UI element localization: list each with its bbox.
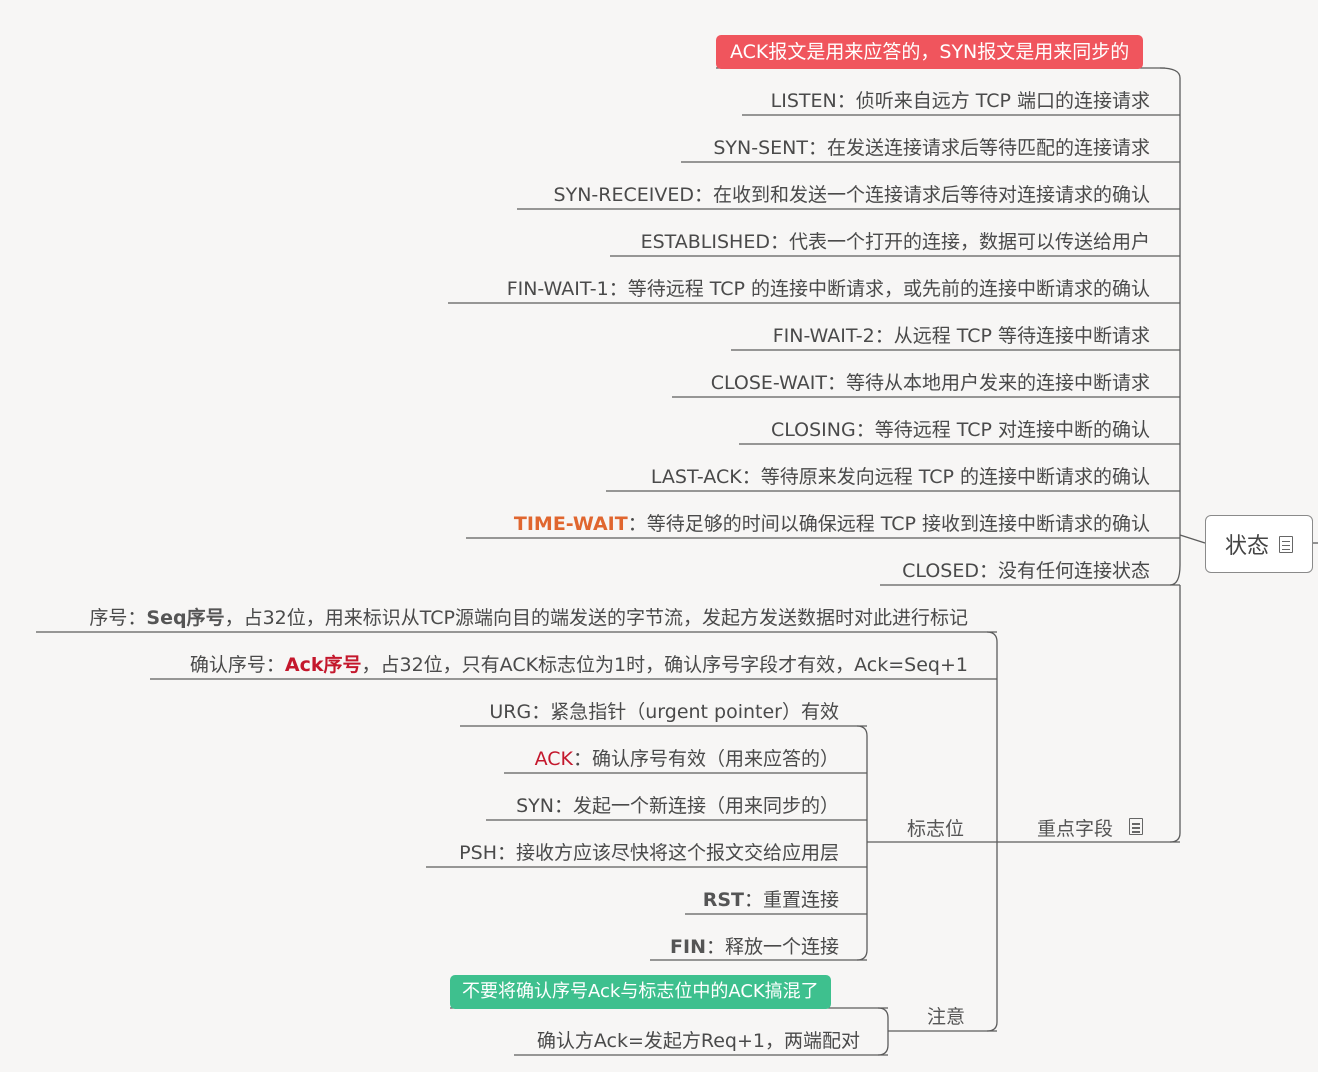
flag-desc: ：释放一个连接 [705,936,839,958]
state-desc: ：等待远程 TCP 对连接中断的确认 [855,419,1150,441]
state-item-time-wait[interactable]: TIME-WAIT：等待足够的时间以确保远程 TCP 接收到连接中断请求的确认 [514,511,1150,537]
root-label: 状态 [1224,534,1269,559]
seq-prefix: 序号： [89,607,147,629]
flags-node[interactable]: 标志位 [907,818,965,840]
state-desc: ：等待从本地用户发来的连接中断请求 [826,372,1150,394]
flag-item-psh[interactable]: PSH：接收方应该尽快将这个报文交给应用层 [459,840,839,866]
state-key: FIN-WAIT-1 [506,278,609,300]
note-icon [1279,535,1293,553]
flag-key: URG [489,701,532,723]
state-key: FIN-WAIT-2 [772,325,875,347]
ack-desc: ，占32位，只有ACK标志位为1时，确认序号字段才有效，Ack=Seq+1 [361,654,968,676]
flag-key: ACK [534,748,573,770]
flag-desc: ：发起一个新连接（用来同步的） [553,795,839,817]
state-item-syn-sent[interactable]: SYN-SENT：在发送连接请求后等待匹配的连接请求 [713,135,1150,161]
state-item-syn-received[interactable]: SYN-RECEIVED：在收到和发送一个连接请求后等待对连接请求的确认 [554,182,1150,208]
key-fields-node[interactable]: 重点字段 [1037,816,1144,842]
flag-desc: ：紧急指针（urgent pointer）有效 [531,701,839,723]
notice-text[interactable]: 确认方Ack=发起方Req+1，两端配对 [536,1030,860,1052]
root-node-state[interactable]: 状态 [1205,515,1313,573]
state-item-fin-wait-1[interactable]: FIN-WAIT-1：等待远程 TCP 的连接中断请求，或先前的连接中断请求的确… [507,276,1150,302]
state-key: TIME-WAIT [513,513,628,535]
flag-desc: ：确认序号有效（用来应答的） [572,748,839,770]
flag-item-syn[interactable]: SYN：发起一个新连接（用来同步的） [516,793,839,819]
state-key: CLOSE-WAIT [710,372,827,394]
ack-prefix: 确认序号： [189,654,285,676]
seq-field-item[interactable]: 序号：Seq序号，占32位，用来标识从TCP源端向目的端发送的字节流，发起方发送… [89,605,968,631]
state-desc: ：等待远程 TCP 的连接中断请求，或先前的连接中断请求的确认 [608,278,1150,300]
state-item-listen[interactable]: LISTEN：侦听来自远方 TCP 端口的连接请求 [771,88,1150,114]
seq-desc: ，占32位，用来标识从TCP源端向目的端发送的字节流，发起方发送数据时对此进行标… [224,607,968,629]
state-key: SYN-SENT [713,137,808,159]
state-item-fin-wait-2[interactable]: FIN-WAIT-2：从远程 TCP 等待连接中断请求 [773,323,1150,349]
flag-key: PSH [459,842,497,864]
ack-key: Ack序号 [284,654,362,676]
notice-node[interactable]: 注意 [927,1006,966,1028]
state-key: CLOSED [902,560,979,582]
state-key: LAST-ACK [650,466,742,488]
state-desc: ：侦听来自远方 TCP 端口的连接请求 [836,90,1150,112]
flag-item-ack[interactable]: ACK：确认序号有效（用来应答的） [535,746,839,772]
state-key: ESTABLISHED [640,231,770,253]
state-desc: ：在发送连接请求后等待匹配的连接请求 [807,137,1150,159]
state-key: SYN-RECEIVED [553,184,694,206]
flag-key: SYN [516,795,554,817]
key-fields-label: 重点字段 [1037,818,1114,840]
flag-item-urg[interactable]: URG：紧急指针（urgent pointer）有效 [489,699,839,725]
flag-key: RST [702,889,744,911]
state-key: LISTEN [770,90,837,112]
state-desc: ：没有任何连接状态 [978,560,1150,582]
flag-key: FIN [670,936,706,958]
state-item-last-ack[interactable]: LAST-ACK：等待原来发向远程 TCP 的连接中断请求的确认 [651,464,1150,490]
state-desc: ：在收到和发送一个连接请求后等待对连接请求的确认 [693,184,1150,206]
state-desc: ：从远程 TCP 等待连接中断请求 [874,325,1150,347]
state-item-close-wait[interactable]: CLOSE-WAIT：等待从本地用户发来的连接中断请求 [711,370,1150,396]
note-icon [1129,818,1144,835]
flag-item-rst[interactable]: RST：重置连接 [703,887,839,913]
state-desc: ：代表一个打开的连接，数据可以传送给用户 [769,231,1150,253]
ack-field-item[interactable]: 确认序号：Ack序号，占32位，只有ACK标志位为1时，确认序号字段才有效，Ac… [190,652,968,678]
flag-desc: ：重置连接 [743,889,839,911]
state-item-closed[interactable]: CLOSED：没有任何连接状态 [902,558,1150,584]
flag-desc: ：接收方应该尽快将这个报文交给应用层 [496,842,839,864]
state-desc: ：等待足够的时间以确保远程 TCP 接收到连接中断请求的确认 [627,513,1150,535]
notice-highlight[interactable]: 不要将确认序号Ack与标志位中的ACK搞混了 [450,975,831,1009]
state-note-highlight[interactable]: ACK报文是用来应答的，SYN报文是用来同步的 [716,35,1144,69]
state-item-established[interactable]: ESTABLISHED：代表一个打开的连接，数据可以传送给用户 [641,229,1150,255]
flag-item-fin[interactable]: FIN：释放一个连接 [670,934,839,960]
state-key: CLOSING [770,419,856,441]
state-item-closing[interactable]: CLOSING：等待远程 TCP 对连接中断的确认 [771,417,1150,443]
seq-key: Seq序号 [146,607,225,629]
state-desc: ：等待原来发向远程 TCP 的连接中断请求的确认 [741,466,1150,488]
